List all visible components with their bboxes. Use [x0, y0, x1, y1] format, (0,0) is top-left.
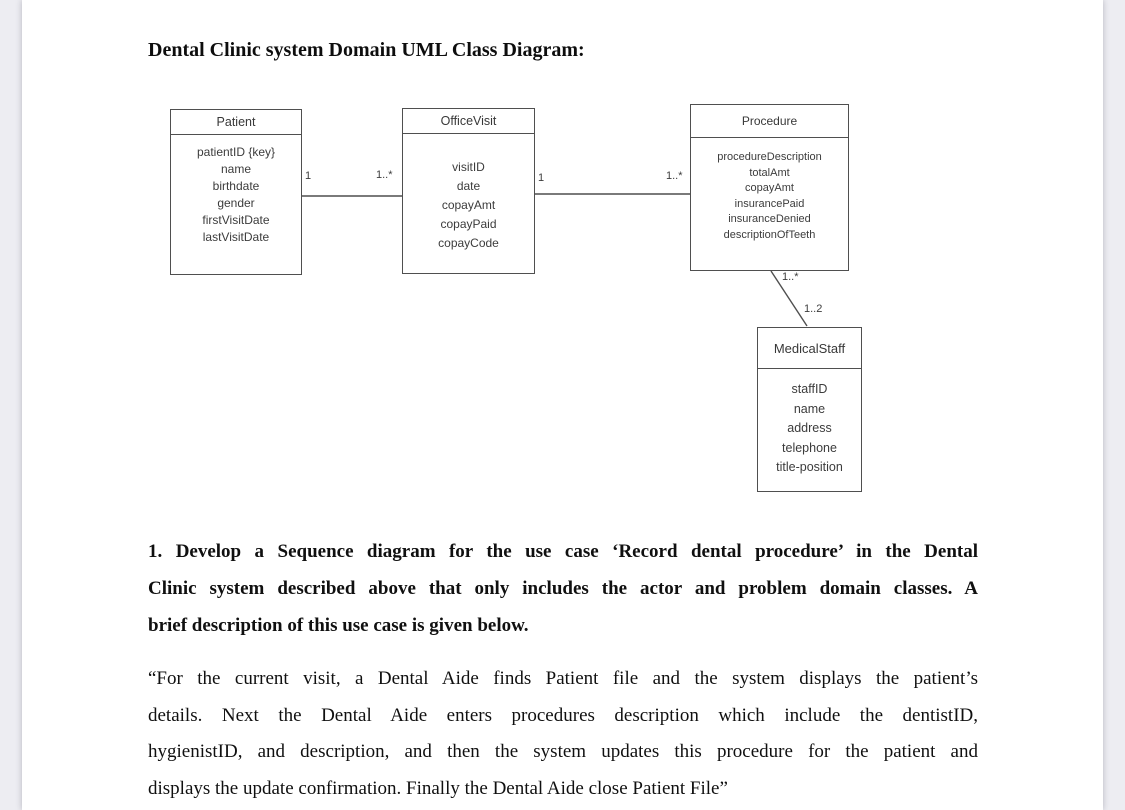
- class-attribute: staffID: [791, 382, 828, 396]
- class-attributes-officevisit: visitID date copayAmt copayPaid copayCod…: [403, 134, 534, 253]
- class-attribute: copayAmt: [441, 198, 496, 212]
- class-attributes-procedure: procedureDescription totalAmt copayAmt i…: [691, 138, 848, 243]
- class-box-patient: Patient patientID {key} name birthdate g…: [170, 109, 302, 275]
- class-name-officevisit: OfficeVisit: [403, 109, 534, 134]
- class-attribute: copayAmt: [745, 182, 794, 194]
- description-line: displays the update confirmation. Finall…: [148, 777, 728, 799]
- viewer-background-right: [1103, 0, 1125, 810]
- class-attributes-patient: patientID {key} name birthdate gender fi…: [171, 135, 301, 246]
- class-box-procedure: Procedure procedureDescription totalAmt …: [690, 104, 849, 271]
- class-box-medicalstaff: MedicalStaff staffID name address teleph…: [757, 327, 862, 492]
- description-line: “For the current visit, a Dental Aide fi…: [148, 668, 978, 689]
- multiplicity-medicalstaff-end: 1..2: [804, 303, 823, 315]
- multiplicity-procedure-end: 1..*: [666, 170, 683, 182]
- class-attribute: patientID {key}: [196, 145, 276, 159]
- class-attribute: name: [220, 162, 252, 176]
- class-attribute: insurancePaid: [734, 197, 805, 210]
- question-line: 1. Develop a Sequence diagram for the us…: [148, 541, 978, 562]
- class-attribute: procedureDescription: [717, 151, 822, 163]
- multiplicity-officevisit-end: 1..*: [376, 169, 393, 181]
- class-attribute: descriptionOfTeeth: [723, 228, 816, 241]
- class-attribute: firstVisitDate: [202, 213, 270, 227]
- class-attribute: birthdate: [212, 179, 260, 193]
- question-line: brief description of this use case is gi…: [148, 615, 529, 636]
- multiplicity-officevisit-end-2: 1: [538, 172, 545, 184]
- class-attribute: gender: [217, 196, 255, 210]
- question-paragraph: 1. Develop a Sequence diagram for the us…: [148, 533, 978, 644]
- class-attribute: visitID: [452, 160, 485, 174]
- class-attribute: title-position: [776, 460, 843, 474]
- class-name-medicalstaff: MedicalStaff: [758, 328, 861, 369]
- use-case-description-paragraph: “For the current visit, a Dental Aide fi…: [148, 661, 978, 807]
- class-name-patient: Patient: [171, 110, 301, 135]
- document-title: Dental Clinic system Domain UML Class Di…: [148, 39, 585, 61]
- class-attribute: insuranceDenied: [728, 213, 811, 225]
- multiplicity-patient-end: 1: [305, 170, 312, 182]
- question-line: Clinic system described above that only …: [148, 578, 978, 599]
- document-page: Dental Clinic system Domain UML Class Di…: [22, 0, 1103, 810]
- class-attribute: name: [793, 401, 826, 416]
- class-name-procedure: Procedure: [691, 105, 848, 138]
- class-attribute: lastVisitDate: [202, 230, 270, 244]
- viewer-background-left: [0, 0, 22, 810]
- class-attribute: totalAmt: [749, 166, 790, 179]
- class-attribute: address: [787, 421, 832, 435]
- class-attribute: telephone: [782, 440, 837, 455]
- class-attribute: copayCode: [438, 236, 499, 250]
- class-attributes-medicalstaff: staffID name address telephone title-pos…: [758, 369, 861, 478]
- description-line: details. Next the Dental Aide enters pro…: [148, 704, 978, 726]
- class-attribute: date: [456, 179, 481, 193]
- class-box-officevisit: OfficeVisit visitID date copayAmt copayP…: [402, 108, 535, 274]
- description-line: hygienistID, and description, and then t…: [148, 741, 978, 762]
- multiplicity-procedure-end-2: 1..*: [782, 271, 799, 283]
- uml-class-diagram: Patient patientID {key} name birthdate g…: [22, 0, 1103, 512]
- class-attribute: copayPaid: [440, 217, 497, 231]
